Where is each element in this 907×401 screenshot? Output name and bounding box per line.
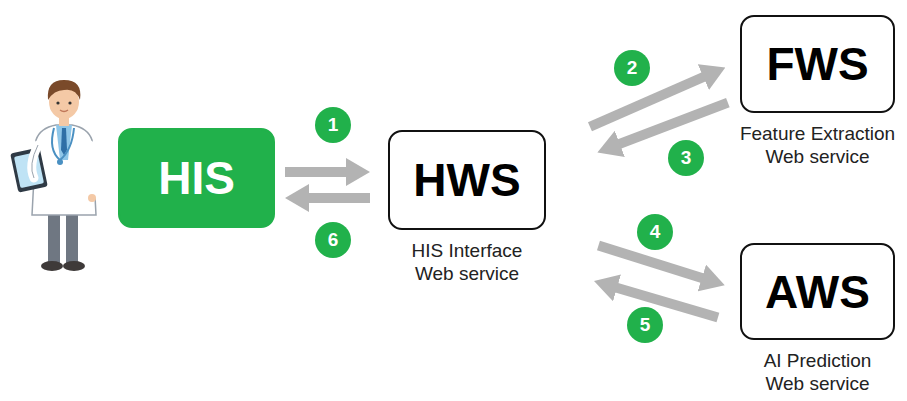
box-outline: HIS — [118, 128, 275, 228]
box-outline: AWS — [740, 243, 895, 340]
box-outline: HWS — [388, 130, 546, 230]
flow-arrow — [607, 285, 718, 317]
step-number: 2 — [614, 50, 650, 86]
flow-arrow — [299, 193, 370, 203]
flow-arrow — [285, 167, 356, 177]
step-number: 3 — [668, 140, 704, 176]
box-title: HIS — [158, 155, 235, 201]
step-number: 1 — [315, 107, 351, 143]
box-title: HWS — [413, 157, 520, 203]
box-outline: FWS — [740, 15, 895, 113]
flow-arrow — [598, 245, 711, 281]
step-number: 4 — [637, 214, 673, 250]
flow-arrow — [610, 103, 727, 148]
service-caption: HIS Interface Web service — [397, 240, 537, 286]
service-box: HWS HIS Interface Web service — [388, 130, 546, 286]
step-number: 5 — [627, 307, 663, 343]
box-title: AWS — [765, 269, 870, 315]
service-caption: AI Prediction Web service — [748, 350, 888, 396]
system-box: HIS — [118, 128, 275, 228]
service-box: FWSFeature Extraction Web service — [740, 15, 895, 169]
service-box: AWS AI Prediction Web service — [740, 243, 895, 396]
box-title: FWS — [766, 41, 868, 87]
doctor-figure — [10, 80, 96, 271]
step-number: 6 — [315, 222, 351, 258]
service-caption: Feature Extraction Web service — [733, 123, 903, 169]
